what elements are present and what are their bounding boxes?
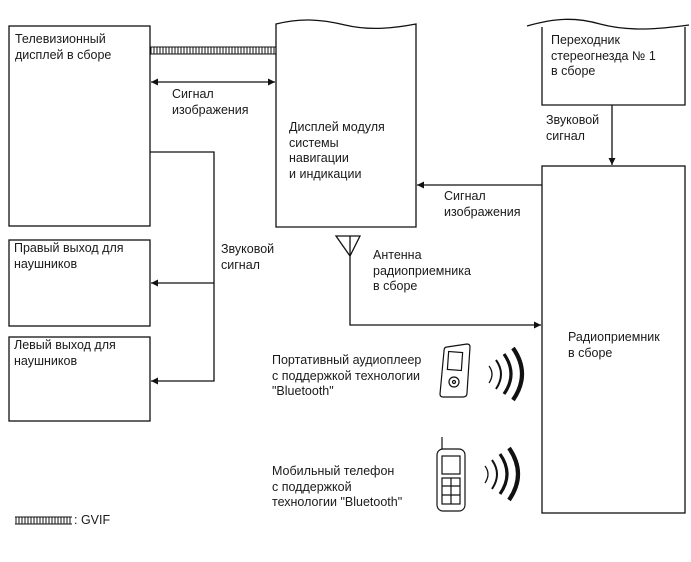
bluetooth-waves-icon-phone <box>484 446 521 502</box>
right-headphone-box <box>8 239 151 327</box>
gvif-cable-symbol <box>15 516 72 525</box>
left-headphone-box <box>8 336 151 422</box>
bluetooth-waves-icon-player <box>488 346 525 402</box>
tv-display-label: Телевизионный дисплей в сборе <box>15 32 112 62</box>
image-signal-label-right: Сигнал изображения <box>444 189 521 219</box>
right-headphone-label: Правый выход для наушников <box>14 241 124 271</box>
radio-receiver-label: Радиоприемник в сборе <box>568 330 660 360</box>
nav-display-label: Дисплей модуля системы навигации и индик… <box>289 120 385 181</box>
stereo-adapter-label: Переходник стереогнезда № 1 в сборе <box>551 33 656 78</box>
mobile-phone-label: Мобильный телефон с поддержкой технологи… <box>272 464 403 509</box>
stereo-adapter-box <box>526 18 690 106</box>
mobile-phone-icon <box>436 437 466 512</box>
audio-player-label: Портативный аудиоплеер с поддержкой техн… <box>272 353 422 398</box>
audio-signal-label-left: Звуковой сигнал <box>221 242 275 272</box>
antenna-line <box>349 256 541 329</box>
gvif-cable <box>150 46 276 55</box>
audio-signal-line-left <box>150 151 215 385</box>
radio-receiver-box <box>541 165 686 514</box>
tv-display-box <box>8 25 151 227</box>
image-signal-label-top: Сигнал изображения <box>172 87 249 117</box>
audio-signal-label-top: Звуковой сигнал <box>546 113 600 143</box>
gvif-legend-label: : GVIF <box>74 513 111 527</box>
portable-audio-player-icon <box>439 343 471 398</box>
nav-display-box <box>275 19 417 228</box>
antenna-label: Антенна радиоприемника в сборе <box>373 248 471 293</box>
antenna-icon <box>334 235 362 258</box>
left-headphone-label: Левый выход для наушников <box>14 338 116 368</box>
